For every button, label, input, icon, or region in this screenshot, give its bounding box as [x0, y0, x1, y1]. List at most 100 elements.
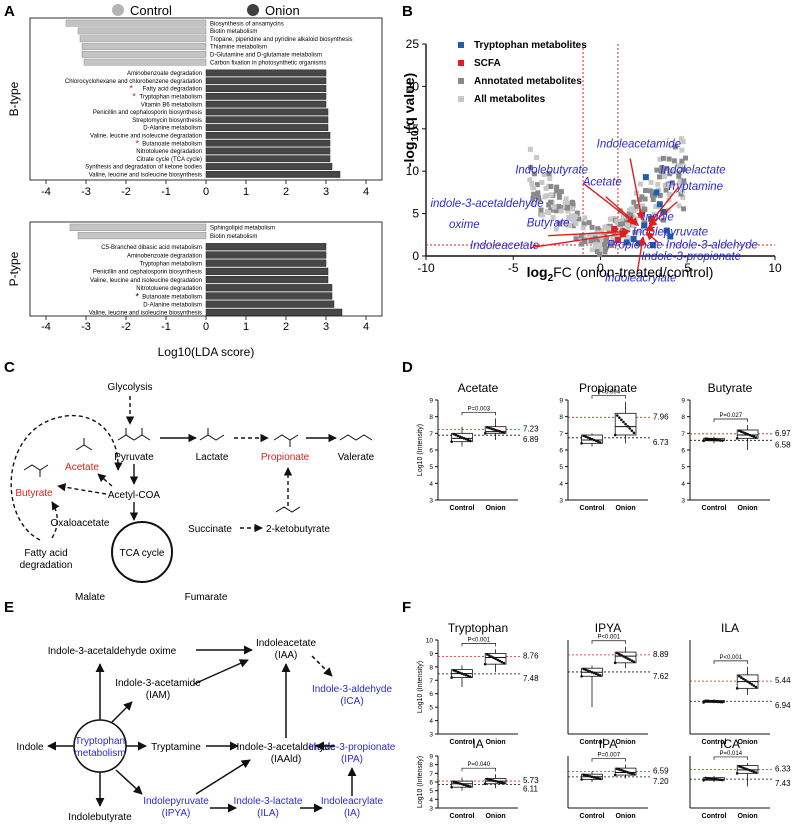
lda-bar-label: Tropane, piperidine and pyridine alkaloi…	[210, 37, 353, 43]
box-point	[740, 430, 743, 433]
panel-c: Glycolysis Pyruvate Lactate Propionate V…	[10, 382, 375, 603]
volcano-metabolite-label: Indoleacrylate	[605, 272, 677, 284]
volcano-point	[535, 190, 541, 196]
box-plot-title: Butyrate	[708, 381, 753, 395]
box-point	[492, 656, 495, 660]
box-mean-value: 8.76	[523, 652, 539, 661]
oxaloacetate-label: Oxaloacetate	[51, 518, 110, 529]
box-point	[740, 676, 743, 679]
box-y-tick-label: 5	[429, 705, 433, 712]
volcano-x-tick-label: 0	[597, 261, 604, 275]
volcano-point	[571, 218, 577, 224]
volcano-y-tick-label: 10	[406, 164, 420, 178]
lactate-structure	[199, 428, 225, 441]
volcano-point	[680, 139, 686, 145]
box-point	[632, 660, 636, 664]
box-point	[750, 769, 754, 773]
box-p-value: P=0.040	[468, 762, 491, 768]
volcano-point	[539, 212, 545, 218]
volcano-point-tryptophan	[653, 189, 660, 196]
box-point	[452, 669, 455, 672]
volcano-point	[553, 208, 559, 214]
volcano-legend-swatch	[458, 42, 464, 48]
lda-tick-label: -2	[121, 321, 131, 333]
volcano-point	[576, 216, 582, 222]
volcano-x-tick-label: 10	[768, 261, 782, 275]
volcano-point-scfa	[614, 236, 621, 243]
volcano-point	[592, 242, 598, 248]
box-point	[712, 777, 716, 781]
box-mean-value: 7.23	[523, 425, 539, 434]
volcano-metabolite-label: Indoleacetate	[470, 240, 539, 252]
lda-bar-label: Biotin metabolism	[210, 29, 257, 35]
volcano-annotation-arrow	[645, 231, 659, 243]
lda-bar-control	[69, 223, 207, 231]
volcano-point	[676, 162, 682, 168]
lda-bar-label: Citrate cycle (TCA cycle)	[136, 157, 202, 163]
lda-tick-label: 3	[323, 186, 329, 198]
box-significance-bracket	[591, 640, 626, 644]
iam-label-2: (IAM)	[146, 690, 170, 701]
box-point	[712, 700, 716, 703]
box-point	[746, 680, 749, 683]
pyruvate-label: Pyruvate	[114, 452, 154, 463]
box-point	[714, 777, 718, 781]
box-plot-title: Propionate	[579, 381, 637, 395]
lda-bar-label: Butanoate metabolism	[142, 294, 202, 300]
box-point	[498, 430, 502, 433]
box-point	[706, 776, 710, 780]
volcano-point	[570, 213, 576, 219]
box-point	[580, 674, 583, 678]
lda-bar-label: Nitrotoluene degradation	[136, 286, 202, 292]
volcano-point-tryptophan	[667, 233, 674, 240]
box-p-value: P=0.007	[598, 753, 621, 759]
box-point	[498, 659, 502, 663]
box-plot-title: Acetate	[458, 381, 499, 395]
box-point	[469, 675, 472, 679]
box-point	[620, 768, 623, 772]
volcano-point	[546, 171, 552, 177]
box-category-label: Control	[450, 739, 475, 746]
box-point	[718, 778, 722, 782]
volcano-metabolite-label: Acetate	[582, 177, 622, 189]
volcano-point	[638, 181, 644, 187]
box-point	[735, 687, 739, 690]
volcano-point	[546, 202, 552, 208]
volcano-point	[672, 144, 678, 150]
box-category-label: Onion	[485, 739, 505, 746]
box-significance-bracket	[461, 767, 496, 772]
volcano-point	[680, 188, 686, 194]
volcano-point-tryptophan	[623, 239, 630, 246]
pyruvate-structure	[117, 428, 151, 441]
volcano-point	[637, 228, 643, 234]
volcano-point	[666, 191, 672, 197]
volcano-point	[661, 173, 667, 179]
box-point	[744, 678, 747, 682]
box-p-value: P=0.004	[598, 390, 621, 396]
box-point	[456, 781, 460, 785]
lda-bar-onion	[205, 170, 341, 178]
volcano-y-tick-label: 0	[412, 249, 419, 263]
lda-bar-label: Penicillin and cephalosporin biosynthesi…	[93, 110, 202, 116]
volcano-point	[554, 188, 560, 194]
box-category-label: Onion	[485, 813, 505, 820]
box-category-label: Onion	[737, 739, 757, 746]
box-mean-value: 6.33	[775, 765, 791, 774]
box-y-tick-label: 6	[429, 691, 433, 698]
box-point	[620, 418, 623, 422]
box-y-tick-label: 9	[429, 398, 433, 405]
volcano-point	[609, 242, 615, 248]
volcano-point-tryptophan	[660, 208, 667, 215]
ketobutyrate-label: 2-ketobutyrate	[266, 524, 330, 535]
box-point	[454, 433, 458, 437]
volcano-metabolite-label: Indoleacetamide	[597, 138, 681, 150]
volcano-y-tick-label: 20	[406, 79, 420, 93]
lda-bar-control	[65, 19, 207, 27]
volcano-point	[602, 224, 608, 230]
lda-bar-label: Aminobenzoate degradation	[127, 253, 202, 259]
box-point	[586, 436, 590, 439]
box-y-tick-label: 9	[429, 754, 433, 761]
